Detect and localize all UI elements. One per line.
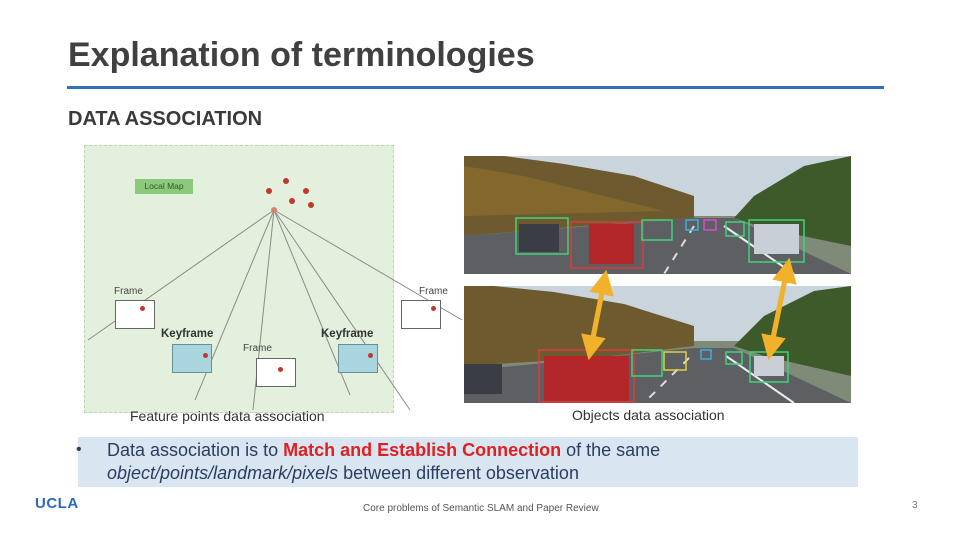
frame-node-far-right (401, 300, 441, 329)
frame-node-left (115, 300, 155, 329)
frame-point (140, 306, 145, 311)
bullet-background (78, 437, 858, 487)
frame-label-left: Frame (114, 286, 143, 297)
keyframe-point (368, 353, 373, 358)
section-heading: DATA ASSOCIATION (68, 108, 263, 130)
keyframe-node-right (338, 344, 378, 373)
frame-point (431, 306, 436, 311)
local-map-tag: Local Map (135, 179, 193, 194)
frame-label-far-right: Frame (419, 286, 448, 297)
bullet-text: of the same (561, 440, 661, 460)
road-photo-bottom (464, 286, 851, 403)
bullet-emphasis: Match and Establish Connection (283, 440, 562, 460)
diagram-caption: Feature points data association (130, 408, 325, 424)
frame-point (278, 367, 283, 372)
slide-title: Explanation of terminologies (68, 36, 535, 74)
frame-node-center (256, 358, 296, 387)
frame-label-center: Frame (243, 343, 272, 354)
ucla-logo: UCLA (35, 495, 79, 512)
bullet-italic: object/points/landmark/pixels (107, 463, 339, 483)
bullet-text: between different observation (338, 463, 579, 483)
bullet-line-1: Data association is to Match and Establi… (107, 440, 660, 461)
page-number: 3 (912, 500, 918, 511)
footer-text: Core problems of Semantic SLAM and Paper… (363, 503, 599, 514)
road-photo-top (464, 156, 851, 274)
keyframe-point (203, 353, 208, 358)
keyframe-label-left: Keyframe (161, 328, 214, 340)
keyframe-label-right: Keyframe (321, 328, 374, 340)
title-underline (67, 86, 884, 89)
keyframe-node-left (172, 344, 212, 373)
photos-caption: Objects data association (572, 407, 725, 423)
bullet-line-2: object/points/landmark/pixels between di… (107, 463, 579, 484)
bullet-text: Data association is to (107, 440, 284, 460)
bullet-marker: • (76, 441, 82, 458)
